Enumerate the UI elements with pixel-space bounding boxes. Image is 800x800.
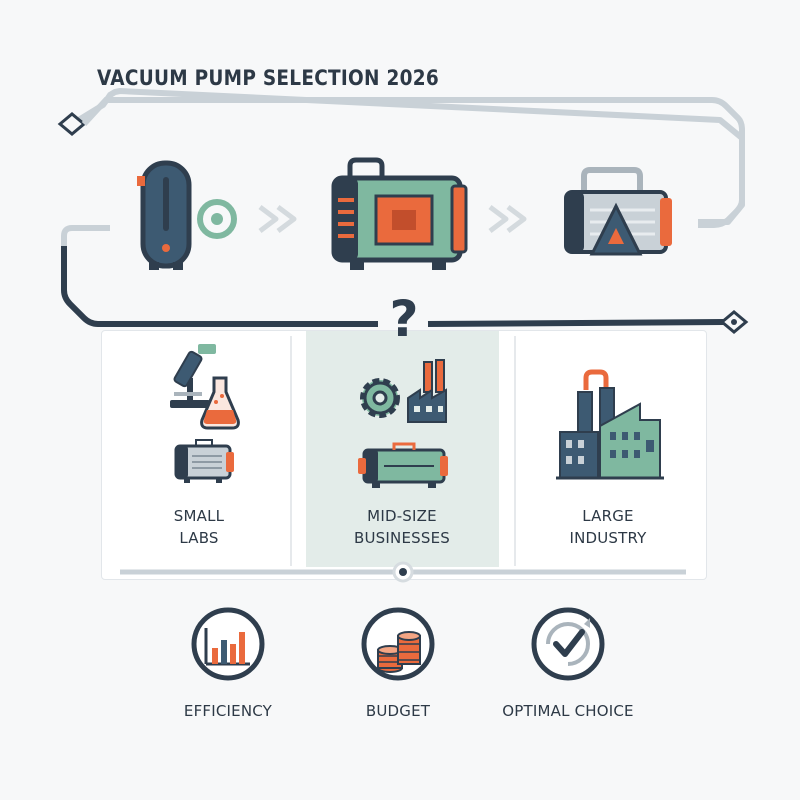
left-gray-segment (61, 225, 110, 250)
question-mark-icon: ? (389, 290, 418, 348)
flask-icon (200, 376, 240, 430)
medium-pump-icon (331, 157, 468, 270)
category-label-line: BUSINESSES (354, 529, 450, 547)
coins-icon (361, 607, 435, 681)
target-icon (197, 199, 237, 239)
category-label-large-industry: LARGE INDUSTRY (513, 505, 703, 549)
gear-icon (360, 378, 400, 418)
industrial-plant-icon (556, 369, 664, 480)
factor-label-optimal-choice: OPTIMAL CHOICE (502, 702, 634, 720)
factory-icon (407, 359, 447, 423)
category-label-line: LARGE (582, 507, 634, 525)
category-label-line: INDUSTRY (569, 529, 647, 547)
small-pump-icon (174, 439, 234, 483)
page-title: VACUUM PUMP SELECTION 2026 (97, 66, 439, 90)
category-label-line: MID-SIZE (367, 507, 437, 525)
medium-pump-icon (358, 442, 448, 488)
bottom-flow-line-right (427, 319, 725, 327)
bar-chart-icon (191, 607, 265, 681)
bottom-flow-line (61, 246, 378, 327)
bottom-line-end-dot (731, 319, 737, 325)
category-label-mid-size: MID-SIZE BUSINESSES (307, 505, 497, 549)
top-line (81, 97, 745, 228)
microscope-icon (170, 344, 216, 408)
small-pump-icon (137, 160, 192, 270)
category-divider (290, 336, 292, 566)
check-cycle-icon (531, 607, 605, 681)
scale-bar-knob-center (399, 568, 407, 576)
category-label-line: SMALL (173, 507, 225, 525)
chevron-right-icon (258, 205, 297, 233)
category-label-small-labs: SMALL LABS (104, 505, 294, 549)
large-pump-icon (564, 167, 672, 256)
chevron-right-icon (488, 205, 527, 233)
category-divider (514, 336, 516, 566)
factor-label-budget: BUDGET (365, 702, 431, 720)
category-label-line: LABS (179, 529, 219, 547)
factor-label-efficiency: EFFICIENCY (183, 702, 273, 720)
